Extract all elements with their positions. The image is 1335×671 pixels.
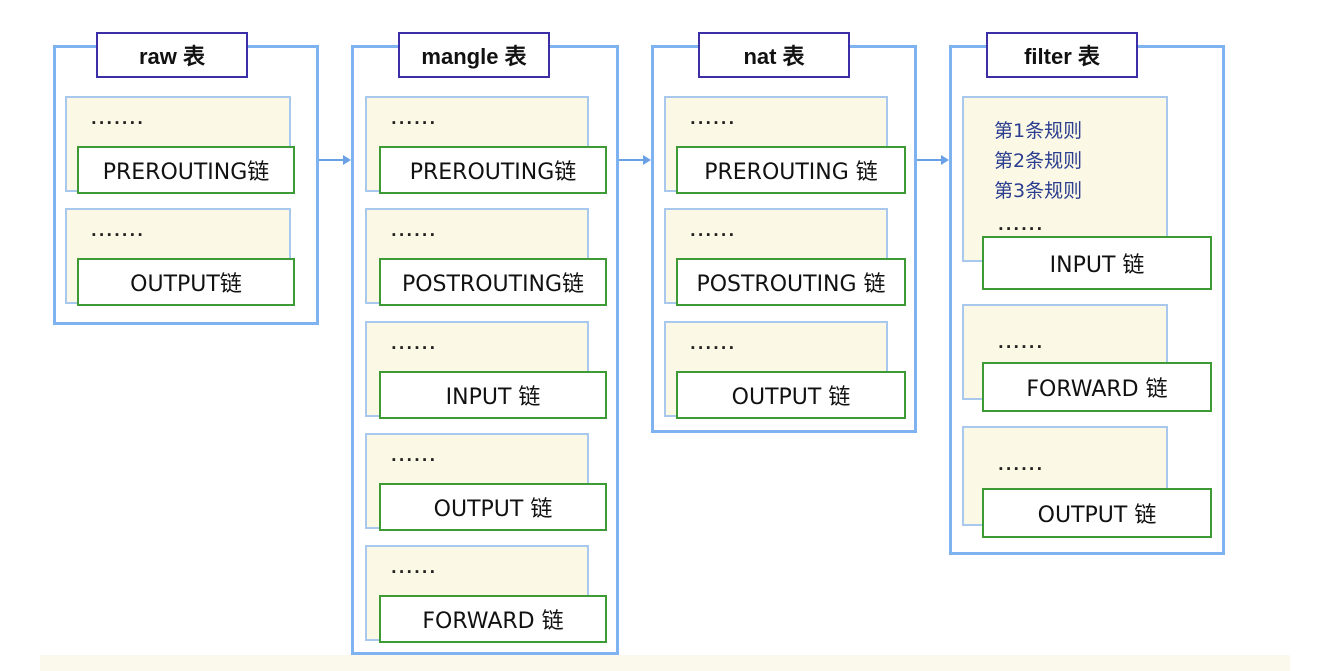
chain-label-box: FORWARD 链 [982,362,1212,412]
chain-label: INPUT 链 [445,385,541,410]
table-title-text: raw 表 [138,44,206,69]
table-title-text: nat 表 [743,44,805,69]
rules-list: 第1条规则 第2条规则 第3条规则 [994,116,1082,206]
chain-label-box: FORWARD 链 [379,595,607,643]
rules-ellipsis: ...... [391,335,438,353]
raw-prerouting-group: ....... PREROUTING链 [65,96,315,196]
rule-item: 第2条规则 [994,150,1083,172]
table-title-text: filter 表 [1024,44,1100,69]
chain-label-box: OUTPUT 链 [676,371,906,419]
mangle-input-group: ...... INPUT 链 [365,321,615,421]
chain-label-box: OUTPUT 链 [379,483,607,531]
arrow-raw-to-mangle [319,155,351,165]
chain-label: OUTPUT链 [130,272,242,297]
chain-label: INPUT 链 [1049,253,1145,278]
chain-label: FORWARD 链 [422,609,564,634]
mangle-prerouting-group: ...... PREROUTING链 [365,96,615,196]
chain-label: FORWARD 链 [1026,377,1168,402]
chain-label-box: POSTROUTING链 [379,258,607,306]
rules-ellipsis: ...... [998,456,1045,474]
mangle-forward-group: ...... FORWARD 链 [365,545,615,645]
chain-label: POSTROUTING链 [401,272,585,297]
chain-label-box: OUTPUT 链 [982,488,1212,538]
chain-label: OUTPUT 链 [731,385,851,410]
arrow-nat-to-filter [917,155,949,165]
rules-ellipsis: ...... [690,335,737,353]
rules-ellipsis: ...... [391,222,438,240]
filter-table: 第1条规则 第2条规则 第3条规则 ...... INPUT 链 ...... … [949,45,1225,555]
mangle-table: ...... PREROUTING链 ...... POSTROUTING链 .… [351,45,619,655]
chain-label: POSTROUTING 链 [696,272,886,297]
chain-rules-area: 第1条规则 第2条规则 第3条规则 ...... [962,96,1168,262]
filter-table-title: filter 表 [986,32,1138,78]
chain-label-box: PREROUTING链 [77,146,295,194]
rules-ellipsis: ....... [91,222,145,240]
filter-forward-group: ...... FORWARD 链 [962,304,1217,416]
nat-table: ...... PREROUTING 链 ...... POSTROUTING 链… [651,45,917,433]
rules-ellipsis: ....... [91,110,145,128]
nat-postrouting-group: ...... POSTROUTING 链 [664,208,914,308]
filter-input-group: 第1条规则 第2条规则 第3条规则 ...... INPUT 链 [962,96,1217,292]
chain-label-box: POSTROUTING 链 [676,258,906,306]
chain-label-box: PREROUTING链 [379,146,607,194]
raw-table-title: raw 表 [96,32,248,78]
rule-item: 第1条规则 [994,120,1083,142]
table-title-text: mangle 表 [421,44,527,69]
arrow-mangle-to-nat [619,155,651,165]
bottom-strip [40,655,1290,671]
filter-output-group: ...... OUTPUT 链 [962,426,1217,542]
raw-table: ....... PREROUTING链 ....... OUTPUT链 [53,45,319,325]
chain-label: PREROUTING链 [409,160,577,185]
mangle-postrouting-group: ...... POSTROUTING链 [365,208,615,308]
rules-ellipsis: ...... [690,222,737,240]
chain-label: OUTPUT 链 [1037,503,1157,528]
chain-label-box: PREROUTING 链 [676,146,906,194]
mangle-table-title: mangle 表 [398,32,550,78]
chain-label-box: OUTPUT链 [77,258,295,306]
nat-output-group: ...... OUTPUT 链 [664,321,914,421]
rules-ellipsis: ...... [998,216,1045,234]
chain-label-box: INPUT 链 [379,371,607,419]
nat-table-title: nat 表 [698,32,850,78]
mangle-output-group: ...... OUTPUT 链 [365,433,615,533]
nat-prerouting-group: ...... PREROUTING 链 [664,96,914,196]
rules-ellipsis: ...... [391,110,438,128]
chain-label-box: INPUT 链 [982,236,1212,290]
raw-output-group: ....... OUTPUT链 [65,208,315,308]
rules-ellipsis: ...... [690,110,737,128]
rules-ellipsis: ...... [998,334,1045,352]
chain-label: OUTPUT 链 [433,497,553,522]
chain-label: PREROUTING链 [102,160,270,185]
rules-ellipsis: ...... [391,559,438,577]
rule-item: 第3条规则 [994,180,1083,202]
chain-label: PREROUTING 链 [704,160,878,185]
rules-ellipsis: ...... [391,447,438,465]
